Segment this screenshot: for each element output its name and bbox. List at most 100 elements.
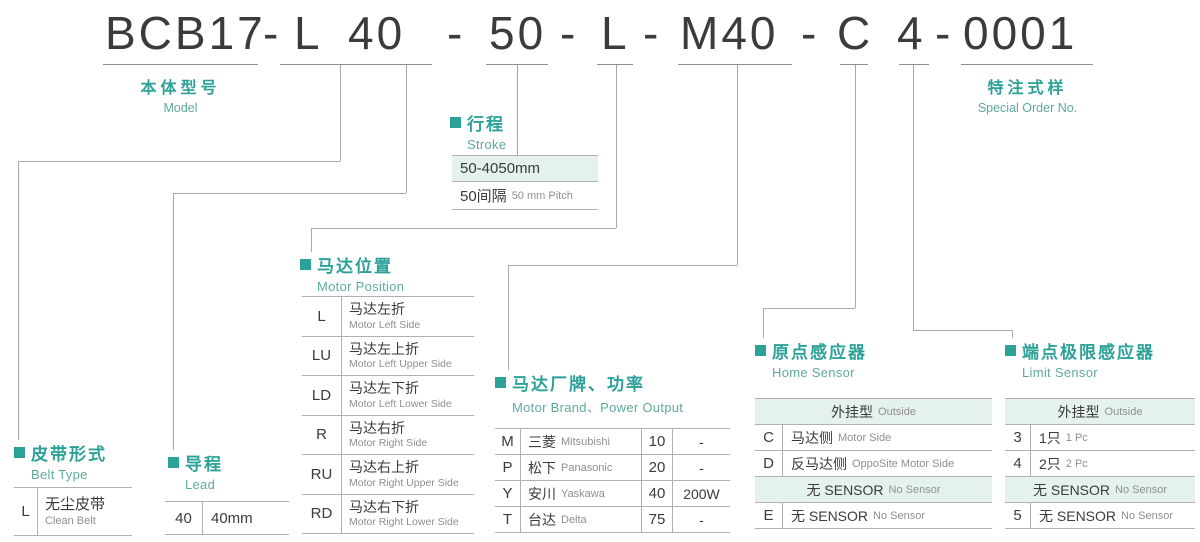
- bullet-square-icon: [1005, 345, 1016, 356]
- section-title-en: Stroke: [467, 137, 507, 152]
- option-desc-en: Motor Left Lower Side: [349, 397, 452, 410]
- section-title-en: Limit Sensor: [1022, 365, 1098, 380]
- underline-stroke: [486, 64, 548, 65]
- table-row: 50-4050mm: [452, 156, 598, 182]
- option-desc-zh: 马达右下折: [349, 498, 419, 515]
- option-code: E: [755, 503, 783, 528]
- brand-zh: 三菱: [528, 433, 556, 450]
- table-row: L 无尘皮带 Clean Belt: [14, 488, 132, 536]
- group-label-zh: 无 SENSOR: [1033, 481, 1111, 498]
- brand-zh: 台达: [528, 511, 556, 528]
- section-title-en: Motor Position: [317, 279, 405, 294]
- table-row: D 反马达侧 OppoSite Motor Side: [755, 451, 992, 477]
- bullet-square-icon: [300, 259, 311, 270]
- option-desc-zh: 无 SENSOR: [1039, 507, 1117, 524]
- title-dash: -: [935, 7, 954, 59]
- table-row: 40 40mm: [165, 502, 289, 535]
- table-row: C 马达侧 Motor Side: [755, 425, 992, 451]
- option-desc-en: OppoSite Motor Side: [852, 457, 955, 470]
- connector-line: [18, 161, 340, 162]
- title-segment-limit-sensor: 4: [897, 7, 926, 59]
- power-code: 75: [642, 507, 673, 532]
- home-sensor-section-heading: 原点感应器 Home Sensor: [755, 338, 867, 380]
- bullet-square-icon: [14, 447, 25, 458]
- option-code: D: [755, 451, 783, 476]
- brand-en: Panasonic: [561, 461, 613, 474]
- power-value: -: [699, 511, 704, 528]
- option-code: L: [302, 297, 342, 336]
- group-header-row: 无 SENSOR No Sensor: [1005, 477, 1195, 503]
- option-code: 4: [1005, 451, 1031, 476]
- stroke-section-heading: 行程 Stroke: [450, 110, 506, 152]
- stroke-table: 50-4050mm 50间隔 50 mm Pitch: [452, 155, 598, 210]
- group-label-zh: 外挂型: [1057, 403, 1100, 420]
- belt-type-table: L 无尘皮带 Clean Belt: [14, 487, 132, 536]
- table-row: 5 无 SENSOR No Sensor: [1005, 503, 1195, 529]
- limit-sensor-table: 外挂型 Outside 3 1只 1 Pc 4 2只 2 Pc 无 SENSOR…: [1005, 398, 1195, 529]
- power-value: -: [699, 433, 704, 450]
- option-desc-en: Motor Right Upper Side: [349, 476, 459, 489]
- connector-line: [737, 65, 738, 265]
- section-title-en: Belt Type: [31, 467, 88, 482]
- option-desc: 无尘皮带 Clean Belt: [38, 488, 132, 535]
- group-label-en: Outside: [1104, 405, 1143, 418]
- connector-line: [508, 265, 509, 370]
- power-code: 40: [642, 481, 673, 506]
- title-segment-motor-brand: M40: [680, 7, 779, 59]
- option-code: RD: [302, 494, 342, 533]
- table-row: R 马达右折 Motor Right Side: [302, 415, 474, 455]
- option-code: T: [495, 507, 521, 532]
- section-title-en: Lead: [185, 477, 216, 492]
- group-header-row: 外挂型 Outside: [755, 399, 992, 425]
- section-title-zh: 行程: [467, 115, 505, 134]
- table-row: E 无 SENSOR No Sensor: [755, 503, 992, 529]
- brand-en: Mitsubishi: [561, 435, 610, 448]
- option-desc: 马达左下折 Motor Left Lower Side: [342, 376, 474, 415]
- power-code: 10: [642, 429, 673, 454]
- connector-line: [173, 193, 174, 450]
- lead-value: 40mm: [211, 509, 253, 527]
- home-sensor-table: 外挂型 Outside C 马达侧 Motor Side D 反马达侧 Oppo…: [755, 398, 992, 529]
- option-desc-en: 2 Pc: [1065, 457, 1088, 470]
- connector-line: [855, 65, 856, 308]
- lead-table: 40 40mm: [165, 501, 289, 535]
- section-title-zh: 端点极限感应器: [1022, 343, 1155, 362]
- option-code: C: [755, 425, 783, 450]
- option-desc-en: Clean Belt: [45, 514, 96, 527]
- connector-line: [340, 65, 341, 161]
- section-title-zh: 本体型号: [140, 80, 221, 97]
- option-desc: 马达左上折 Motor Left Upper Side: [342, 337, 474, 376]
- motor-brand-table: M 三菱 Mitsubishi 10 - P 松下 Panasonic 20 -…: [495, 428, 730, 533]
- section-title-zh: 导程: [185, 455, 223, 474]
- section-title-en: Model: [163, 101, 198, 115]
- option-desc: 马达右上折 Motor Right Upper Side: [342, 455, 474, 494]
- brand-cell: 安川 Yaskawa: [521, 481, 642, 506]
- motor-position-table: L 马达左折 Motor Left Side LU 马达左上折 Motor Le…: [302, 296, 474, 534]
- table-row: LU 马达左上折 Motor Left Upper Side: [302, 336, 474, 376]
- model-section-heading: 本体型号 Model: [103, 74, 258, 115]
- connector-line: [311, 228, 616, 229]
- motor-brand-section-heading: 马达厂牌、功率 Motor Brand、Power Output: [495, 370, 683, 416]
- option-code: R: [302, 415, 342, 454]
- table-row: P 松下 Panasonic 20 -: [495, 455, 730, 481]
- special-order-section-heading: 特注式样 Special Order No.: [930, 74, 1125, 115]
- group-label-en: Outside: [878, 405, 916, 418]
- option-desc-en: No Sensor: [1121, 509, 1173, 522]
- title-dash: -: [447, 7, 466, 59]
- title-segment-special-order: 0001: [963, 7, 1078, 59]
- power-value: 200W: [683, 485, 720, 502]
- option-code: LD: [302, 376, 342, 415]
- option-desc-en: Motor Right Side: [349, 437, 428, 450]
- underline-motor-brand: [678, 64, 792, 65]
- table-row: 3 1只 1 Pc: [1005, 425, 1195, 451]
- connector-line: [406, 65, 407, 193]
- underline-home-sensor: [840, 64, 868, 65]
- section-title-en: Home Sensor: [772, 365, 855, 380]
- option-desc-zh: 1只: [1039, 429, 1061, 446]
- option-desc-en: Motor Right Lower Side: [349, 516, 459, 529]
- group-label-en: No Sensor: [1115, 483, 1167, 496]
- title-dash: -: [801, 7, 820, 59]
- table-row: LD 马达左下折 Motor Left Lower Side: [302, 376, 474, 416]
- section-title-zh: 皮带形式: [31, 445, 107, 464]
- group-header-row: 外挂型 Outside: [1005, 399, 1195, 425]
